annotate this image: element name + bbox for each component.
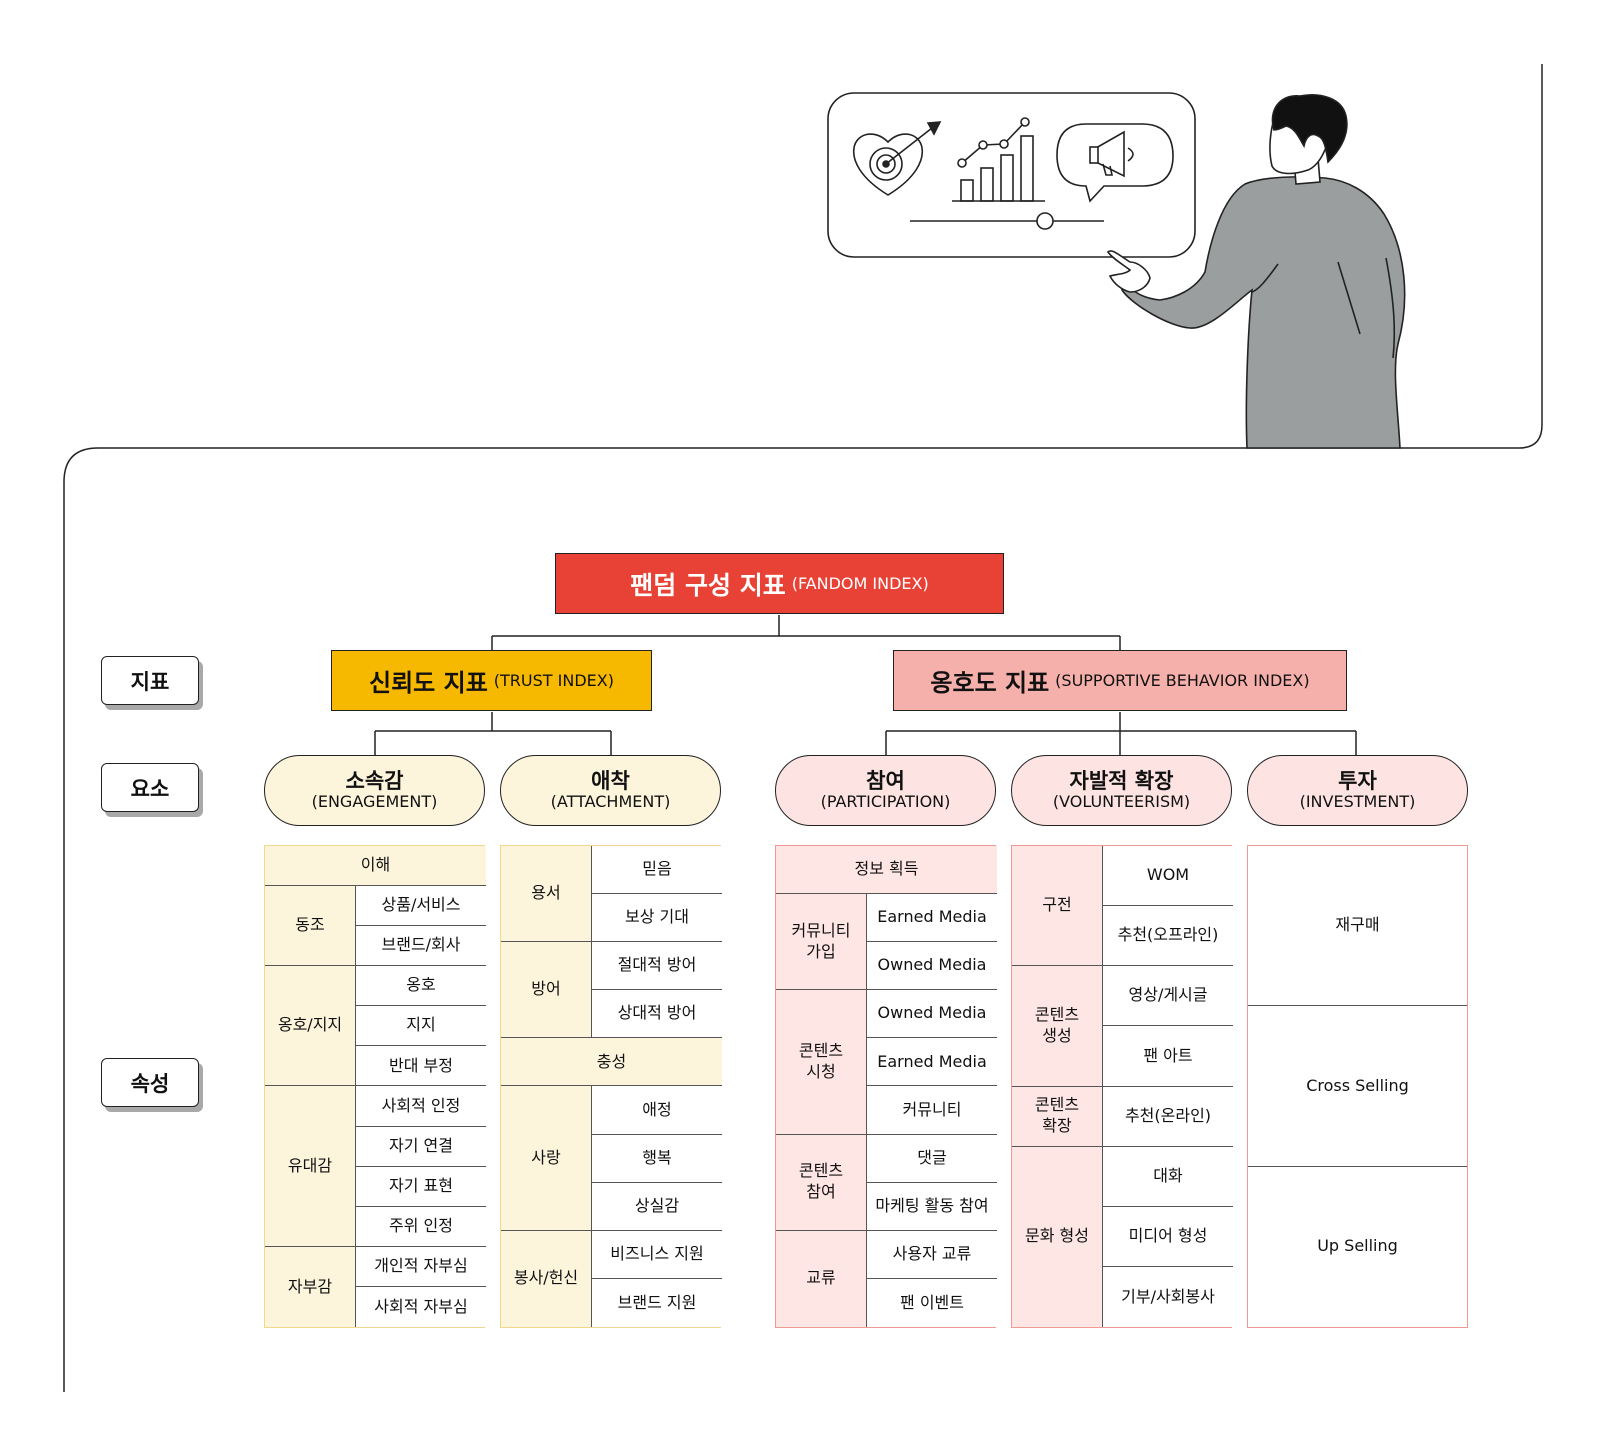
element-attachment-en: (ATTACHMENT)	[550, 792, 671, 812]
cell-self-connection: 자기 연결	[356, 1126, 486, 1167]
attachment-table: 용서 믿음 보상 기대 방어 절대적 방어 상대적 방어 충성 사랑 애정 행복…	[500, 845, 722, 1328]
trust-index-title: 신뢰도 지표	[369, 669, 488, 697]
side-label-element: 요소	[101, 763, 199, 812]
cell-business-support: 비즈니스 지원	[592, 1230, 722, 1279]
cell-peer-recognition: 주위 인정	[356, 1206, 486, 1247]
cell-loss: 상실감	[592, 1182, 722, 1231]
support-index-box: 옹호도 지표 (SUPPORTIVE BEHAVIOR INDEX)	[893, 650, 1347, 711]
cell-info: 정보 획득	[776, 846, 997, 895]
cell-community-join: 커뮤니티 가입	[776, 894, 867, 991]
cell-wom: WOM	[1103, 846, 1233, 907]
element-engagement: 소속감 (ENGAGEMENT)	[264, 755, 485, 826]
cell-marketing: 마케팅 활동 참여	[867, 1182, 997, 1231]
cell-conversation: 대화	[1103, 1146, 1233, 1207]
cell-fan-art: 팬 아트	[1103, 1026, 1233, 1087]
element-investment-en: (INVESTMENT)	[1299, 792, 1416, 812]
fandom-index-subtitle: (FANDOM INDEX)	[791, 574, 929, 593]
cell-products: 상품/서비스	[356, 886, 486, 927]
cell-comment: 댓글	[867, 1134, 997, 1183]
cell-conformity: 동조	[265, 886, 356, 967]
cell-rec-offline: 추천(오프라인)	[1103, 906, 1233, 967]
volunteer-table: 구전 WOM 추천(오프라인) 콘텐츠 생성 영상/게시글 팬 아트 콘텐츠 확…	[1011, 845, 1233, 1328]
support-index-subtitle: (SUPPORTIVE BEHAVIOR INDEX)	[1055, 671, 1310, 690]
cell-relative-defense: 상대적 방어	[592, 990, 722, 1039]
cell-content-expand: 콘텐츠 확장	[1012, 1086, 1103, 1147]
cell-rec-online: 추천(온라인)	[1103, 1086, 1233, 1147]
element-volunteerism-ko: 자발적 확장	[1069, 769, 1174, 794]
cell-forgiveness: 용서	[501, 846, 592, 943]
cell-donation: 기부/사회봉사	[1103, 1266, 1233, 1327]
element-investment-ko: 투자	[1338, 769, 1377, 794]
presenter-person-illustration	[1106, 94, 1406, 449]
support-index-title: 옹호도 지표	[930, 669, 1050, 697]
cell-cross-selling: Cross Selling	[1248, 1006, 1467, 1167]
cell-pride: 자부감	[265, 1246, 356, 1327]
element-participation-en: (PARTICIPATION)	[820, 792, 951, 812]
cell-owned-media-1: Owned Media	[867, 942, 997, 991]
cell-absolute-defense: 절대적 방어	[592, 942, 722, 991]
cell-self-expression: 자기 표현	[356, 1166, 486, 1207]
cell-belief: 믿음	[592, 846, 722, 895]
cell-defense: 방어	[501, 942, 592, 1039]
cell-advocacy-support: 옹호/지지	[265, 966, 356, 1087]
cell-user-exchange: 사용자 교류	[867, 1230, 997, 1279]
participation-table: 정보 획득 커뮤니티 가입 Earned Media Owned Media 콘…	[775, 845, 997, 1328]
element-engagement-en: (ENGAGEMENT)	[311, 792, 438, 812]
element-attachment: 애착 (ATTACHMENT)	[500, 755, 721, 826]
cell-content-create: 콘텐츠 생성	[1012, 966, 1103, 1087]
cell-bond: 유대감	[265, 1086, 356, 1247]
cell-earned-media-1: Earned Media	[867, 894, 997, 943]
cell-media: 미디어 형성	[1103, 1206, 1233, 1267]
element-volunteerism-en: (VOLUNTEERISM)	[1052, 792, 1191, 812]
trust-index-box: 신뢰도 지표 (TRUST INDEX)	[331, 650, 652, 711]
element-investment: 투자 (INVESTMENT)	[1247, 755, 1468, 826]
cell-social-pride: 사회적 자부심	[356, 1286, 486, 1327]
cell-video-post: 영상/게시글	[1103, 966, 1233, 1027]
element-participation-ko: 참여	[866, 769, 905, 794]
side-label-attribute: 속성	[101, 1058, 199, 1107]
cell-deny-opposition: 반대 부정	[356, 1046, 486, 1087]
engagement-table: 이해 동조 상품/서비스 브랜드/회사 옹호/지지 옹호 지지 반대 부정 유대…	[264, 845, 486, 1328]
cell-understanding: 이해	[265, 846, 486, 887]
cell-earned-media-2: Earned Media	[867, 1038, 997, 1087]
cell-word-of-mouth: 구전	[1012, 846, 1103, 967]
cell-reward-expect: 보상 기대	[592, 894, 722, 943]
element-participation: 참여 (PARTICIPATION)	[775, 755, 996, 826]
cell-happiness: 행복	[592, 1134, 722, 1183]
cell-content-engage: 콘텐츠 참여	[776, 1134, 867, 1231]
cell-fan-event: 팬 이벤트	[867, 1278, 997, 1327]
element-volunteerism: 자발적 확장 (VOLUNTEERISM)	[1011, 755, 1232, 826]
fandom-index-title: 팬덤 구성 지표	[630, 570, 786, 600]
fandom-index-box: 팬덤 구성 지표 (FANDOM INDEX)	[555, 553, 1004, 614]
cell-affection: 애정	[592, 1086, 722, 1135]
cell-content-view: 콘텐츠 시청	[776, 990, 867, 1135]
cell-repurchase: 재구매	[1248, 846, 1467, 1007]
cell-brand-company: 브랜드/회사	[356, 926, 486, 967]
side-label-index: 지표	[101, 656, 199, 705]
cell-personal-pride: 개인적 자부심	[356, 1246, 486, 1287]
cell-loyalty: 충성	[501, 1038, 722, 1087]
investment-table: 재구매 Cross Selling Up Selling	[1247, 845, 1468, 1328]
cell-community: 커뮤니티	[867, 1086, 997, 1135]
cell-up-selling: Up Selling	[1248, 1166, 1467, 1327]
cell-exchange: 교류	[776, 1230, 867, 1327]
element-attachment-ko: 애착	[591, 769, 630, 794]
trust-index-subtitle: (TRUST INDEX)	[493, 671, 614, 690]
cell-culture: 문화 형성	[1012, 1146, 1103, 1327]
cell-owned-media-2: Owned Media	[867, 990, 997, 1039]
cell-support: 지지	[356, 1006, 486, 1047]
cell-social-recognition: 사회적 인정	[356, 1086, 486, 1127]
element-engagement-ko: 소속감	[345, 769, 404, 794]
presentation-board-illustration	[827, 92, 1196, 258]
cell-service: 봉사/헌신	[501, 1230, 592, 1327]
cell-love: 사랑	[501, 1086, 592, 1231]
cell-brand-support: 브랜드 지원	[592, 1278, 722, 1327]
cell-advocacy: 옹호	[356, 966, 486, 1007]
